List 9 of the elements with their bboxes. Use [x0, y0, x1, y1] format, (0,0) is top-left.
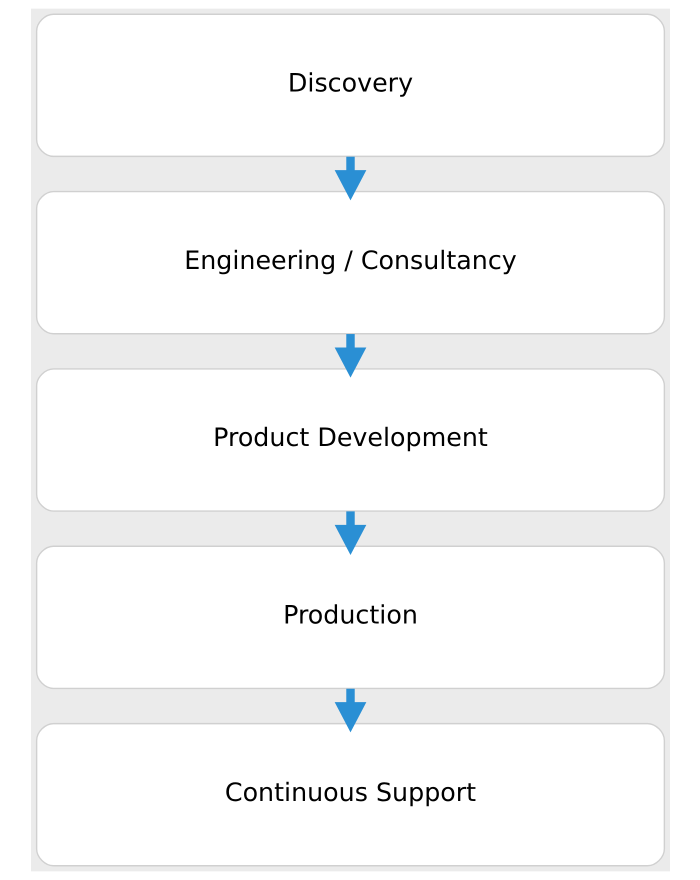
node-box: Product Development: [35, 368, 665, 512]
arrow: [334, 334, 366, 378]
arrow: [334, 511, 366, 556]
node-box: Continuous Support: [35, 722, 665, 866]
node-box: Discovery: [35, 14, 665, 158]
arrow: [334, 156, 366, 200]
node-box: Production: [35, 546, 665, 690]
node-box: Engineering / Consultancy: [35, 190, 665, 334]
arrow: [334, 688, 366, 732]
